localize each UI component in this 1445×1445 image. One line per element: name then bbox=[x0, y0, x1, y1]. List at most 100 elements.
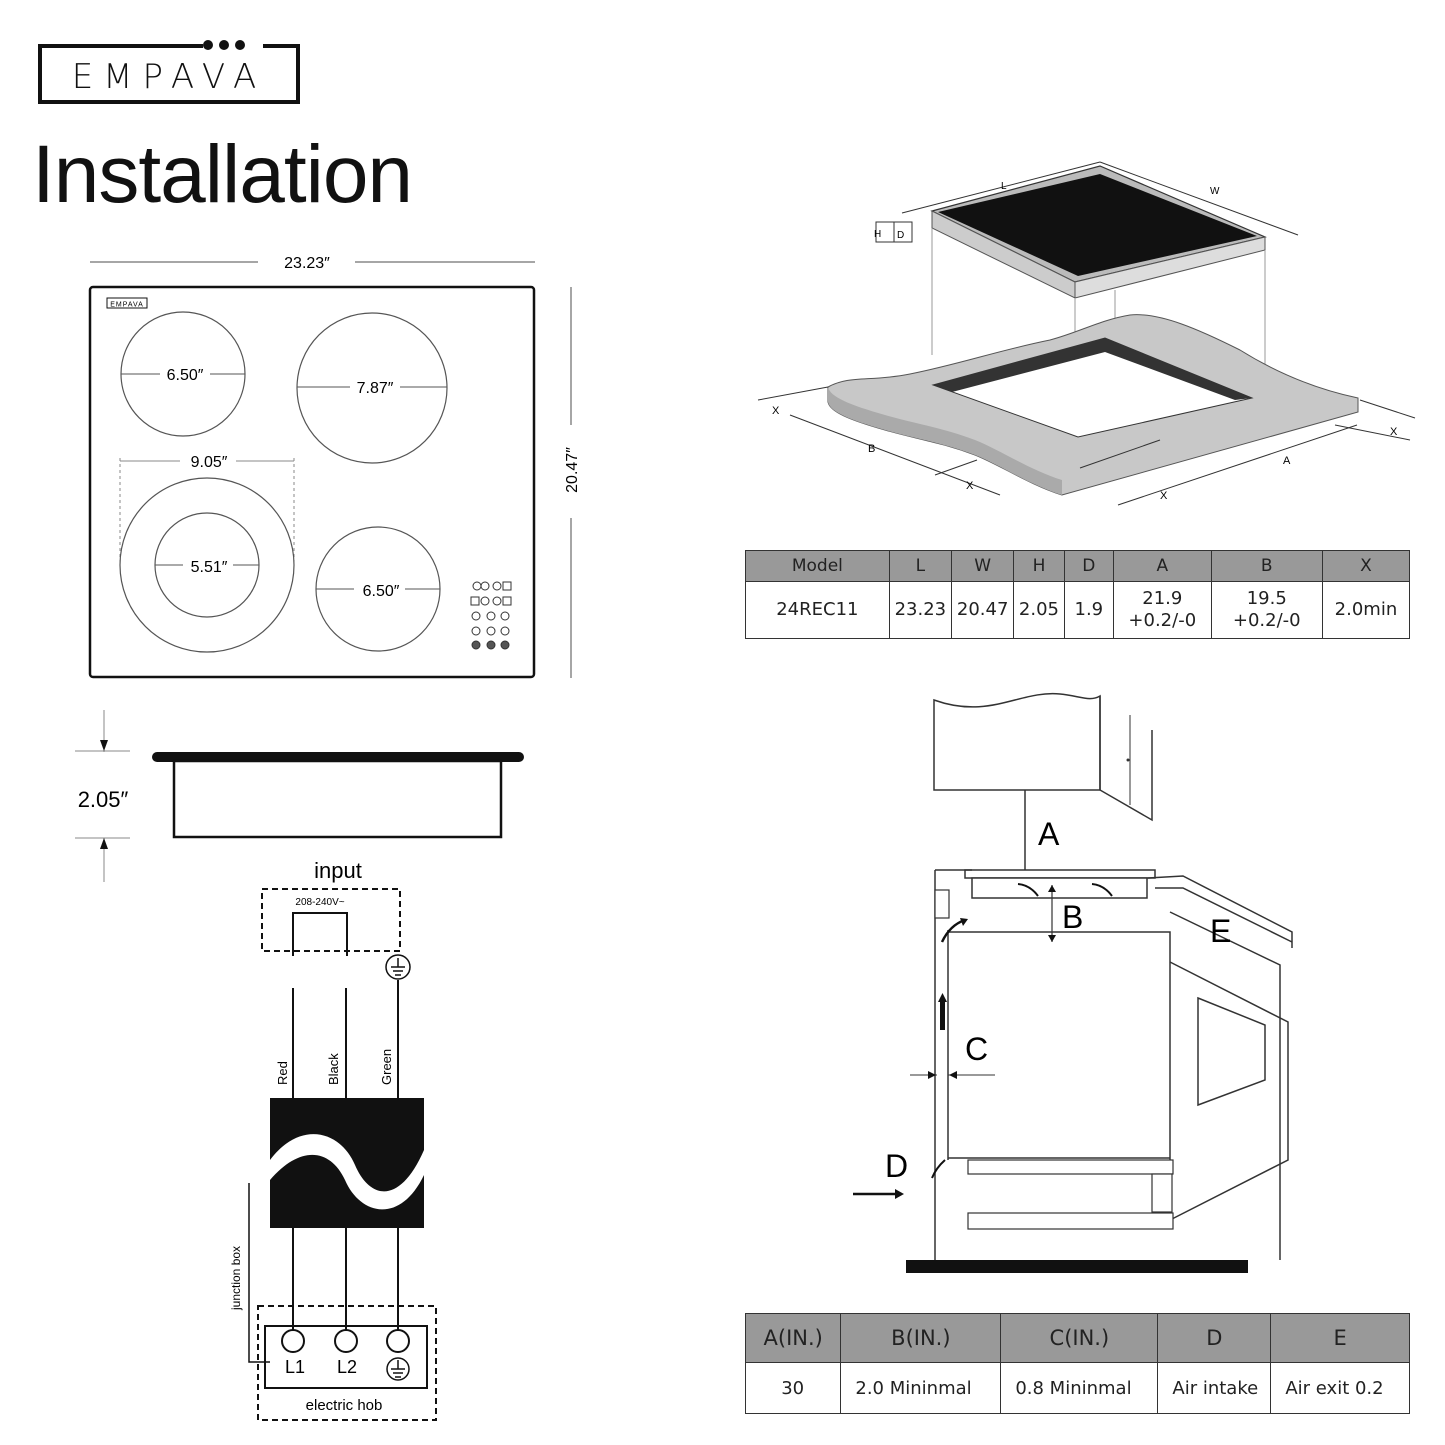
cooktop-logo: EMPAVA bbox=[110, 302, 144, 309]
brand-logo-dots bbox=[203, 37, 263, 50]
air-flow-arrowhead-up bbox=[938, 993, 947, 1002]
col-e: E bbox=[1270, 1313, 1410, 1363]
terminal-l1 bbox=[281, 1329, 305, 1353]
range-hood bbox=[933, 692, 1101, 791]
dim-x-label-3: X bbox=[1160, 490, 1168, 502]
clearance-b-arrow-top bbox=[1048, 885, 1056, 892]
ground-icon-bottom bbox=[386, 1357, 410, 1381]
cooktop-surface bbox=[88, 285, 536, 679]
ground-icon-top bbox=[385, 954, 411, 980]
col-b-in: B(IN.) bbox=[840, 1313, 1002, 1363]
cabinet-front-right bbox=[1169, 911, 1281, 1260]
cell-l: 23.23 bbox=[888, 581, 953, 639]
table-row: 30 2.0 Mininmal 0.8 Mininmal Air intake … bbox=[744, 1362, 1410, 1414]
clearance-table: A(IN.) B(IN.) C(IN.) D E 30 2.0 Mininmal… bbox=[744, 1313, 1410, 1414]
dual-outer-label: 9.05″ bbox=[191, 454, 228, 471]
brand-logo: EMPAVA bbox=[71, 57, 267, 97]
height-label: 2.05″ bbox=[78, 787, 129, 812]
col-c-in: C(IN.) bbox=[1000, 1313, 1159, 1363]
brand-logo-frame bbox=[38, 44, 300, 104]
height-arrow-top bbox=[100, 740, 108, 751]
table-row: 24REC11 23.23 20.47 2.05 1.9 21.9 +0.2/-… bbox=[745, 581, 1411, 639]
burner-rear-left-outer bbox=[119, 477, 295, 653]
col-d: D bbox=[1063, 550, 1115, 582]
cooktop-glass bbox=[938, 174, 1257, 276]
col-model: Model bbox=[745, 550, 890, 582]
floor bbox=[906, 1260, 1248, 1273]
cell-d: Air intake bbox=[1157, 1362, 1272, 1414]
dim-w-line bbox=[1099, 161, 1299, 236]
cell-c-in: 0.8 Mininmal bbox=[1000, 1362, 1159, 1414]
dimension-table-header: Model L W H D A B X bbox=[745, 550, 1411, 582]
cutout-dim-lines bbox=[757, 386, 1416, 506]
oven-door bbox=[1169, 961, 1289, 1221]
cell-a: 21.9 +0.2/-0 bbox=[1113, 581, 1212, 639]
cell-a-in: 30 bbox=[744, 1362, 842, 1414]
cutout-shadow bbox=[933, 338, 1252, 400]
col-h: H bbox=[1013, 550, 1065, 582]
col-b: B bbox=[1210, 550, 1323, 582]
air-flow-arrow-up bbox=[940, 1002, 945, 1030]
cooktop-body-side bbox=[971, 877, 1148, 899]
clearance-a-label: A bbox=[1038, 816, 1060, 852]
burner-1-label: 6.50″ bbox=[167, 367, 204, 384]
burner-3-label: 5.51″ bbox=[191, 559, 228, 576]
clearance-diagram: A B E C D bbox=[853, 692, 1293, 1273]
clearance-b-arrow-bottom bbox=[1048, 935, 1056, 942]
height-arrow-bottom bbox=[100, 838, 108, 849]
dim-l-label: L bbox=[1001, 181, 1007, 192]
cable-break-wave bbox=[270, 1134, 424, 1210]
cell-e: Air exit 0.2 bbox=[1270, 1362, 1410, 1414]
air-exit-arrow-1 bbox=[1017, 883, 1039, 897]
dim-b-label: B bbox=[868, 443, 875, 455]
cell-b-in: 2.0 Mininmal bbox=[840, 1362, 1002, 1414]
col-d: D bbox=[1157, 1313, 1272, 1363]
clearance-e-label: E bbox=[1210, 913, 1231, 949]
col-a-in: A(IN.) bbox=[744, 1313, 842, 1363]
clearance-table-header: A(IN.) B(IN.) C(IN.) D E bbox=[744, 1313, 1410, 1363]
cell-b: 19.5 +0.2/-0 bbox=[1210, 581, 1323, 639]
clearance-b-label: B bbox=[1062, 899, 1083, 935]
input-label: input bbox=[314, 858, 362, 883]
air-intake-flow bbox=[931, 1159, 946, 1179]
cooktop-logo-frame bbox=[106, 297, 148, 309]
hob-dashed-box bbox=[257, 1305, 437, 1421]
width-label: 23.23″ bbox=[284, 255, 330, 272]
air-flow-arrowhead-top bbox=[960, 918, 968, 926]
cell-d: 1.9 bbox=[1063, 581, 1115, 639]
counter-top-right bbox=[1147, 875, 1293, 948]
cabinet-rail bbox=[934, 889, 950, 919]
clearance-c-arrow-right bbox=[949, 1071, 957, 1079]
cutout-diagram: L W H D X B X X A X bbox=[757, 161, 1416, 506]
touch-control-panel bbox=[470, 581, 512, 650]
hob-label: electric hob bbox=[306, 1397, 383, 1414]
side-profile-body bbox=[172, 759, 503, 839]
drawer-bottom bbox=[967, 1212, 1174, 1230]
junction-box-pointer bbox=[248, 1183, 270, 1363]
clearance-d-label: D bbox=[885, 1148, 908, 1184]
terminal-l2 bbox=[334, 1329, 358, 1353]
oven-box bbox=[948, 931, 1171, 1160]
clearance-c-label: C bbox=[965, 1031, 988, 1067]
air-exit-arrow-2 bbox=[1091, 883, 1113, 897]
cooktop-diagram: 23.23″ 20.47″ EMPAVA 6.50″ 7.87″ 9.05″ 5… bbox=[75, 255, 581, 1421]
col-l: L bbox=[888, 550, 953, 582]
air-flow-arrow-top bbox=[940, 918, 966, 943]
hood-side bbox=[1099, 696, 1153, 822]
depth-label: 20.47″ bbox=[564, 447, 581, 493]
col-a: A bbox=[1113, 550, 1212, 582]
dim-h-label: H bbox=[874, 229, 881, 240]
clearance-c-arrow-left bbox=[928, 1071, 936, 1079]
terminal-l2-label: L2 bbox=[337, 1357, 357, 1377]
countertop-edge bbox=[828, 387, 1062, 495]
dimension-table: Model L W H D A B X 24REC11 23.23 20.47 … bbox=[745, 550, 1411, 639]
wire-black-label: Black bbox=[326, 1053, 341, 1085]
dim-x-label-4: X bbox=[1390, 426, 1398, 438]
wire-green-label: Green bbox=[379, 1049, 394, 1085]
drawer-top bbox=[967, 1159, 1174, 1175]
voltage-label: 208-240V~ bbox=[295, 897, 344, 908]
cooktop-glass-side bbox=[964, 869, 1156, 879]
col-x: X bbox=[1321, 550, 1411, 582]
burner-2-label: 7.87″ bbox=[357, 380, 394, 397]
burner-front-right bbox=[296, 312, 448, 464]
